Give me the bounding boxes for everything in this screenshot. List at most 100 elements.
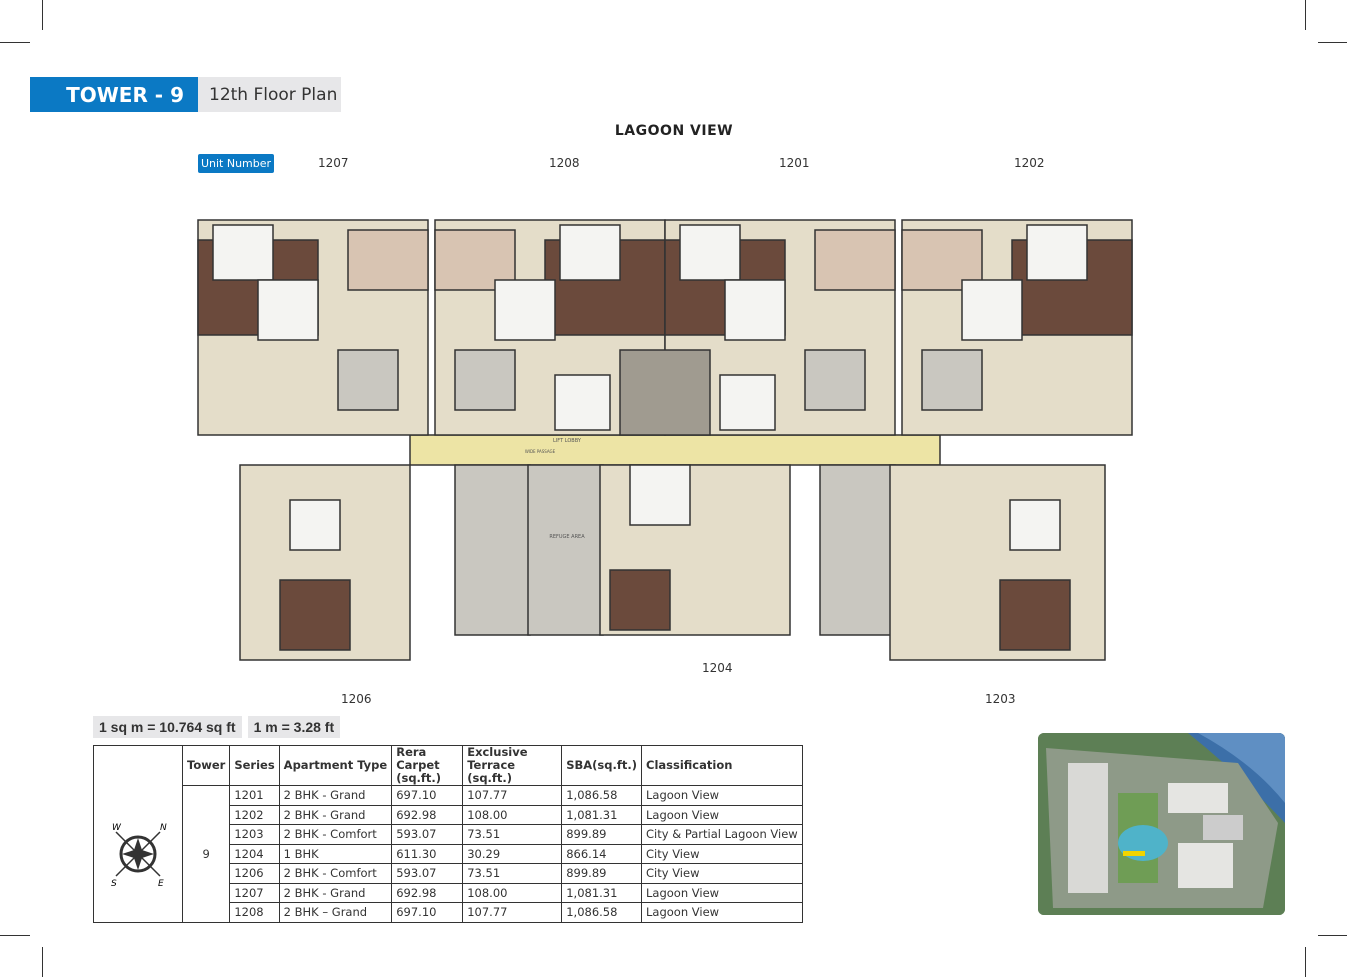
toilet bbox=[921, 349, 983, 411]
table-cell: 1,086.58 bbox=[561, 902, 642, 923]
col-sba: SBA(sq.ft.) bbox=[561, 745, 642, 786]
site-key-plan bbox=[1038, 733, 1285, 915]
bedroom bbox=[609, 569, 671, 631]
table-cell: Lagoon View bbox=[641, 902, 803, 923]
table-cell: Lagoon View bbox=[641, 804, 803, 825]
toilet bbox=[804, 349, 866, 411]
table-cell: 1203 bbox=[229, 824, 280, 845]
crop-mark bbox=[0, 42, 30, 43]
passage-label: WIDE PASSAGE bbox=[525, 449, 556, 454]
refuge-area-label: REFUGE AREA bbox=[549, 534, 585, 540]
table-cell: 1206 bbox=[229, 863, 280, 884]
refuge-area bbox=[527, 464, 604, 636]
lift bbox=[629, 464, 691, 526]
floor-plan: LIFT LOBBY REFUGE AREA WIDE PASSAGE bbox=[197, 219, 1133, 661]
unit-table: Tower Series Apartment Type Rera Carpet … bbox=[93, 745, 803, 923]
unit-label-1206: 1206 bbox=[341, 692, 372, 706]
table-cell: 1202 bbox=[229, 804, 280, 825]
unit-1203 bbox=[889, 464, 1106, 661]
terrace bbox=[814, 229, 896, 291]
tower-title: TOWER - 9 bbox=[30, 77, 198, 112]
table-cell: 697.10 bbox=[391, 785, 464, 806]
col-terrace: Exclusive Terrace (sq.ft.) bbox=[462, 745, 563, 786]
living-furniture bbox=[494, 279, 556, 341]
toilet bbox=[454, 349, 516, 411]
unit-label-1202: 1202 bbox=[1014, 156, 1045, 170]
table-cell: 1,081.31 bbox=[561, 882, 642, 903]
tower-cell: 9 bbox=[181, 785, 231, 923]
table-cell: 593.07 bbox=[391, 863, 464, 884]
crop-mark bbox=[42, 947, 43, 977]
compass-s: S bbox=[111, 879, 117, 889]
crop-mark bbox=[0, 935, 30, 936]
terrace bbox=[347, 229, 429, 291]
table-cell: 30.29 bbox=[462, 843, 563, 864]
col-tower: Tower bbox=[181, 745, 231, 786]
passage bbox=[409, 434, 941, 466]
floor-title: 12th Floor Plan bbox=[198, 77, 341, 112]
table-cell: 692.98 bbox=[391, 882, 464, 903]
bathroom bbox=[559, 224, 621, 281]
living-furniture bbox=[724, 279, 786, 341]
toilet bbox=[337, 349, 399, 411]
crop-mark bbox=[1318, 935, 1347, 936]
col-series: Series bbox=[229, 745, 280, 786]
unit-conversions: 1 sq m = 10.764 sq ft 1 m = 3.28 ft bbox=[93, 716, 341, 738]
table-cell: 2 BHK - Comfort bbox=[278, 863, 393, 884]
table-cell: 692.98 bbox=[391, 804, 464, 825]
col-rera: Rera Carpet (sq.ft.) bbox=[391, 745, 464, 786]
table-cell: Lagoon View bbox=[641, 785, 803, 806]
compass-e: E bbox=[158, 879, 164, 889]
bedroom bbox=[999, 579, 1071, 651]
table-cell: 107.77 bbox=[462, 785, 563, 806]
unit-label-1201: 1201 bbox=[779, 156, 810, 170]
table-cell: 2 BHK – Grand bbox=[278, 902, 393, 923]
table-cell: 1204 bbox=[229, 843, 280, 864]
table-cell: 866.14 bbox=[561, 843, 642, 864]
table-cell: 899.89 bbox=[561, 824, 642, 845]
table-cell: 1 BHK bbox=[278, 843, 393, 864]
table-cell: City View bbox=[641, 843, 803, 864]
table-cell: 108.00 bbox=[462, 882, 563, 903]
bathroom bbox=[212, 224, 274, 281]
table-cell: 2 BHK - Grand bbox=[278, 785, 393, 806]
fire-staircase-1 bbox=[454, 464, 531, 636]
table-cell: 2 BHK - Comfort bbox=[278, 824, 393, 845]
table-cell: 73.51 bbox=[462, 863, 563, 884]
view-title: LAGOON VIEW bbox=[614, 123, 734, 139]
table-cell: 1,081.31 bbox=[561, 804, 642, 825]
crop-mark bbox=[1305, 0, 1306, 30]
col-classification: Classification bbox=[641, 745, 803, 786]
sqm-conversion: 1 sq m = 10.764 sq ft bbox=[93, 716, 242, 738]
table-cell: 107.77 bbox=[462, 902, 563, 923]
bathroom bbox=[1026, 224, 1088, 281]
lift bbox=[554, 374, 611, 431]
table-cell: 1207 bbox=[229, 882, 280, 903]
table-cell: 611.30 bbox=[391, 843, 464, 864]
fire-staircase-2 bbox=[819, 464, 896, 636]
table-cell: City & Partial Lagoon View bbox=[641, 824, 803, 845]
unit-label-1207: 1207 bbox=[318, 156, 349, 170]
table-cell: 593.07 bbox=[391, 824, 464, 845]
crop-mark bbox=[1318, 42, 1347, 43]
lift-core bbox=[619, 349, 711, 436]
bedroom bbox=[279, 579, 351, 651]
lift-lobby-label: LIFT LOBBY bbox=[553, 438, 582, 444]
table-cell: Lagoon View bbox=[641, 882, 803, 903]
table-cell: 1201 bbox=[229, 785, 280, 806]
living-furniture bbox=[961, 279, 1023, 341]
table-cell: City View bbox=[641, 863, 803, 884]
compass-w: W bbox=[112, 823, 122, 833]
table-cell: 108.00 bbox=[462, 804, 563, 825]
table-cell: 899.89 bbox=[561, 863, 642, 884]
crop-mark bbox=[42, 0, 43, 30]
lift bbox=[719, 374, 776, 431]
col-type: Apartment Type bbox=[278, 745, 393, 786]
bathroom bbox=[679, 224, 741, 281]
